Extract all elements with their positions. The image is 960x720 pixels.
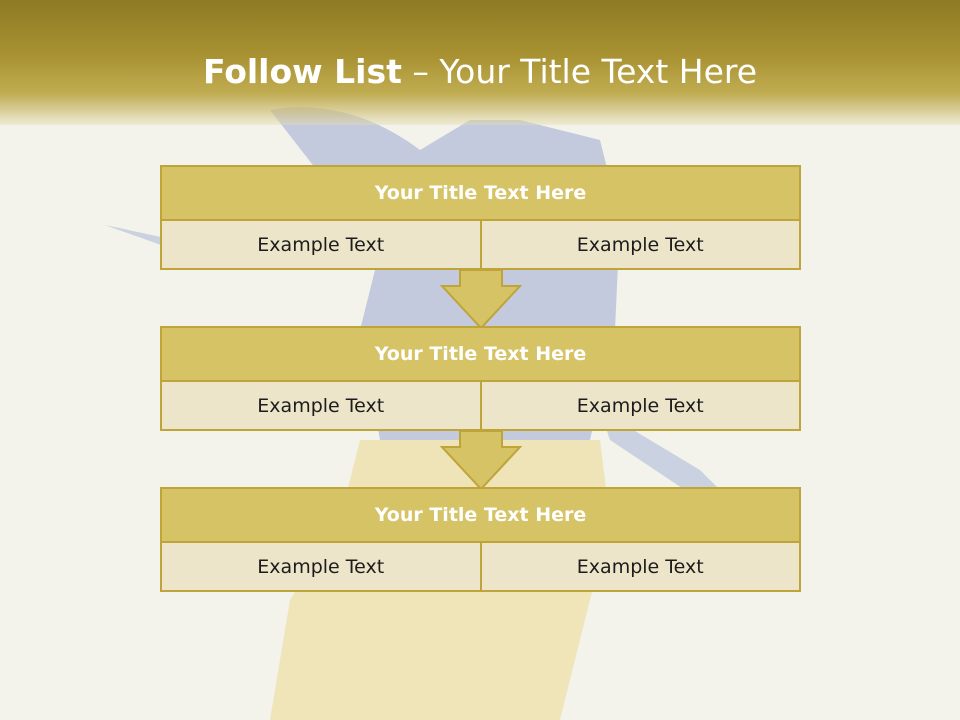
list-block-3: Your Title Text Here Example Text Exampl… [160, 487, 801, 592]
header-band [0, 0, 960, 125]
block-cell-right: Example Text [481, 221, 801, 270]
list-block-2: Your Title Text Here Example Text Exampl… [160, 326, 801, 431]
block-row: Example Text Example Text [160, 543, 801, 592]
block-row: Example Text Example Text [160, 382, 801, 431]
slide-title-rest: – Your Title Text Here [401, 52, 758, 91]
list-block-1: Your Title Text Here Example Text Exampl… [160, 165, 801, 270]
block-title: Your Title Text Here [160, 487, 801, 543]
block-cell-right: Example Text [481, 543, 801, 592]
slide-title-bold: Follow List [202, 52, 402, 91]
block-title: Your Title Text Here [160, 165, 801, 221]
down-arrow-icon [440, 431, 522, 491]
slide-title: Follow List – Your Title Text Here [0, 52, 960, 91]
down-arrow-icon [440, 270, 522, 330]
block-row: Example Text Example Text [160, 221, 801, 270]
block-cell-left: Example Text [160, 221, 482, 270]
block-title: Your Title Text Here [160, 326, 801, 382]
block-cell-left: Example Text [160, 382, 482, 431]
block-cell-right: Example Text [481, 382, 801, 431]
block-cell-left: Example Text [160, 543, 482, 592]
